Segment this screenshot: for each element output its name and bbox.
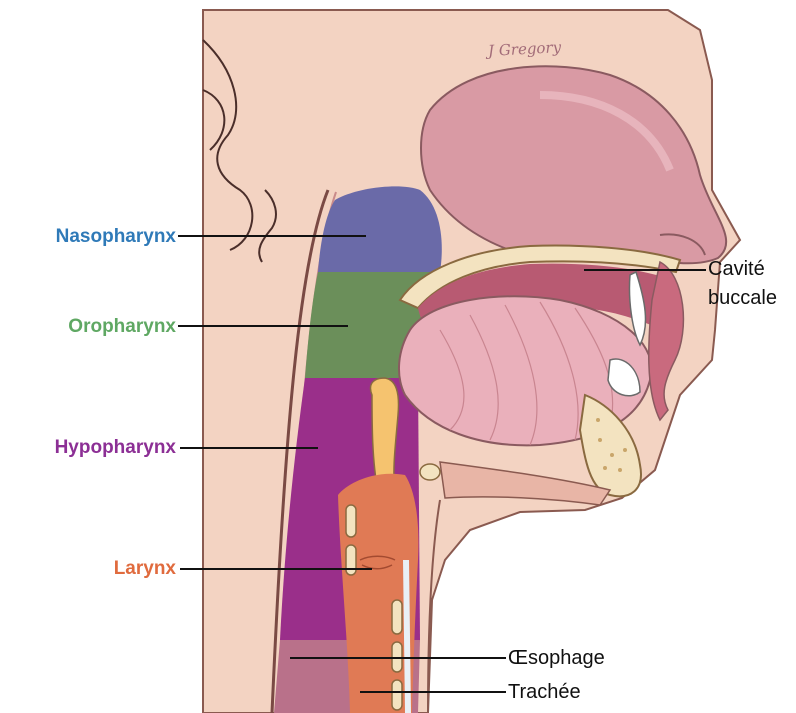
label-oropharynx: Oropharynx (0, 316, 176, 338)
label-cavite-line2: buccale (708, 287, 777, 310)
nasopharynx-region (318, 186, 442, 272)
label-larynx: Larynx (0, 558, 176, 580)
label-hypopharynx: Hypopharynx (0, 437, 176, 459)
label-trachee: Trachée (508, 681, 581, 704)
label-cavite-line1: Cavité (708, 258, 765, 281)
trachea-tube (406, 560, 408, 713)
artist-signature: J Gregory (488, 38, 562, 60)
hyoid-bone (420, 464, 440, 480)
label-oesophage: Œsophage (508, 647, 605, 670)
label-nasopharynx: Nasopharynx (0, 226, 176, 248)
